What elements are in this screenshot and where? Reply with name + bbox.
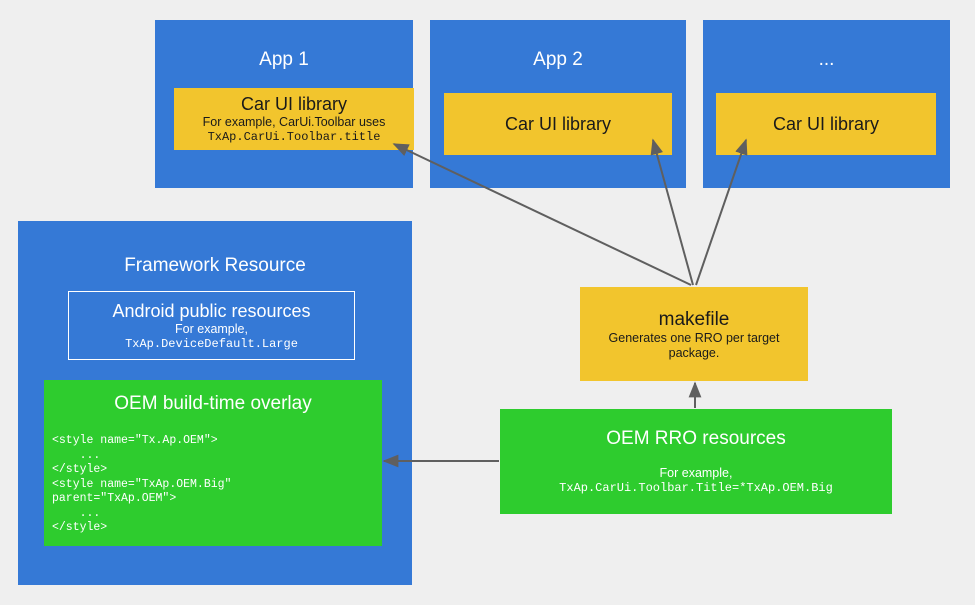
- android-public-resources-sub: For example,: [175, 321, 248, 336]
- car-ui-library-box-2: Car UI library: [444, 93, 672, 155]
- oem-build-time-overlay-code: <style name="Tx.Ap.OEM"> ... </style> <s…: [52, 434, 232, 534]
- framework-resource-title: Framework Resource: [124, 255, 306, 276]
- makefile-sub: Generates one RRO per target package.: [608, 330, 780, 360]
- oem-rro-resources-code: TxAp.CarUi.Toolbar.Title=*TxAp.OEM.Big: [559, 481, 833, 495]
- car-ui-library-code-1: TxAp.CarUi.Toolbar.title: [207, 130, 381, 144]
- car-ui-library-title-1: Car UI library: [240, 94, 347, 114]
- android-public-resources-title: Android public resources: [112, 300, 311, 321]
- car-ui-library-box-3: Car UI library: [716, 93, 936, 155]
- oem-rro-resources-sub: For example,: [659, 466, 733, 480]
- oem-rro-resources-box: OEM RRO resources For example, TxAp.CarU…: [500, 409, 892, 514]
- app-title-3: ...: [818, 49, 835, 70]
- oem-build-time-overlay-box: OEM build-time overlay <style name="Tx.A…: [44, 380, 382, 546]
- car-ui-library-title-3: Car UI library: [772, 114, 879, 134]
- car-ui-library-title-2: Car UI library: [504, 114, 611, 134]
- oem-rro-resources-title: OEM RRO resources: [606, 428, 786, 449]
- android-public-resources-box: Android public resources For example, Tx…: [68, 291, 355, 360]
- makefile-title: makefile: [658, 308, 730, 330]
- android-public-resources-code: TxAp.DeviceDefault.Large: [125, 336, 298, 351]
- makefile-box: makefile Generates one RRO per target pa…: [580, 287, 808, 381]
- app-title-1: App 1: [259, 49, 309, 70]
- oem-build-time-overlay-title: OEM build-time overlay: [114, 393, 312, 414]
- app-title-2: App 2: [533, 49, 583, 70]
- car-ui-library-sub-1: For example, CarUi.Toolbar uses: [202, 115, 386, 129]
- car-ui-library-box-1: Car UI library For example, CarUi.Toolba…: [174, 88, 414, 150]
